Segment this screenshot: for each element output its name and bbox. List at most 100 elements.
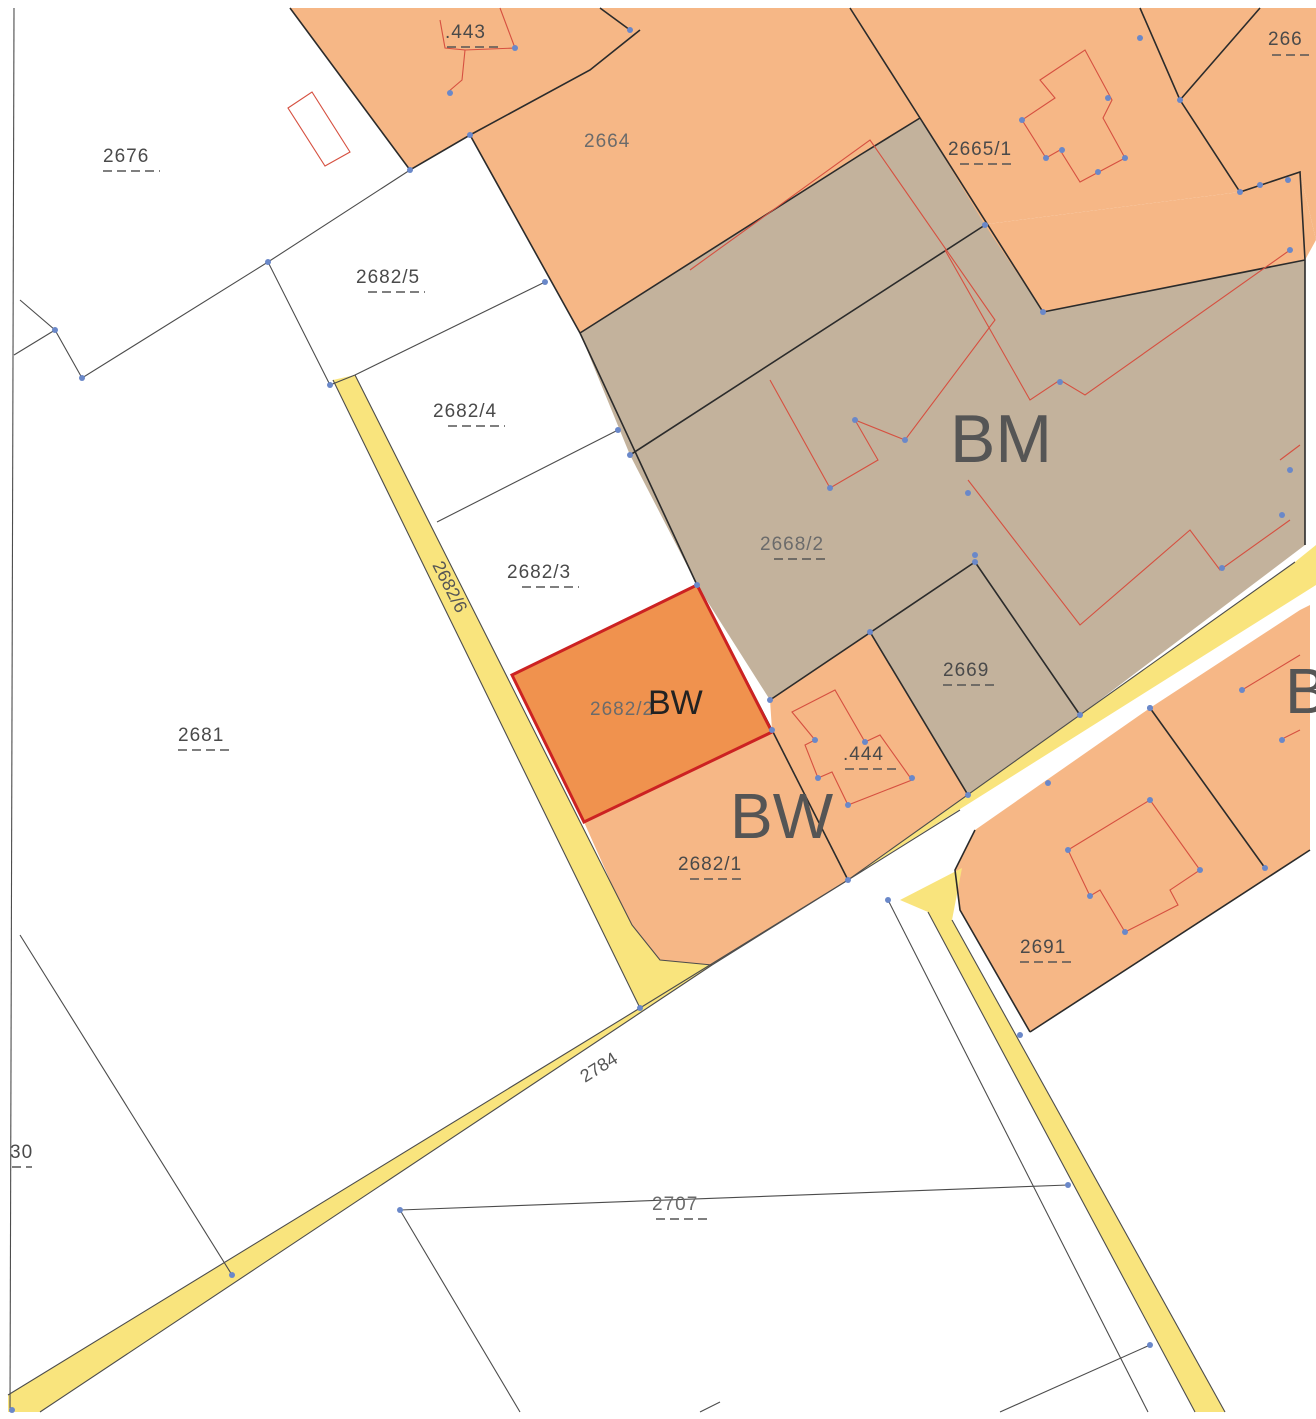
road-edge-6: [951, 919, 1226, 1413]
zone-mixed-bm: [580, 118, 1305, 795]
vertex-marker: [615, 427, 621, 433]
building-outlines: [287, 7, 1301, 933]
vertex-marker: [1219, 565, 1225, 571]
boundary-c: [19, 261, 269, 379]
road-edge-3: [332, 379, 641, 1009]
parcel-label-2682-3: 2682/3: [507, 562, 571, 583]
vertex-marker: [1045, 780, 1051, 786]
boundary-q: [1149, 707, 1266, 869]
vertex-marker: [1019, 117, 1025, 123]
vertex-marker: [1057, 379, 1063, 385]
boundary-b: [267, 169, 411, 386]
vertex-marker: [965, 490, 971, 496]
boundary-g: [579, 117, 921, 334]
boundary-h: [629, 224, 986, 456]
vertex-marker: [767, 697, 773, 703]
boundary-l: [1179, 7, 1261, 101]
vertex-markers: [9, 27, 1293, 1413]
vertex-marker: [812, 737, 818, 743]
zone-fills: [290, 8, 1316, 1032]
vertex-marker: [1105, 95, 1111, 101]
boundary-w: [399, 1184, 1069, 1211]
road-edge-4: [354, 374, 713, 966]
vertex-marker: [512, 45, 518, 51]
road-edge-2: [39, 809, 961, 1413]
boundary-m: [599, 7, 631, 31]
zone-residential-right: [955, 605, 1310, 1032]
boundary-j: [849, 7, 1306, 313]
vertex-marker: [982, 222, 988, 228]
vertex-marker: [1017, 1032, 1023, 1038]
vertex-marker: [909, 775, 915, 781]
parcel-label-443: .443: [445, 22, 486, 43]
building-2691: [1067, 799, 1201, 933]
zone-residential-top: [290, 8, 1316, 333]
vertex-marker: [1257, 182, 1263, 188]
boundary-e: [354, 281, 546, 376]
vertex-marker: [1087, 893, 1093, 899]
boundary-i: [469, 29, 641, 136]
building-right-edge: [1241, 654, 1301, 691]
vertex-marker: [447, 90, 453, 96]
parcel-label-2664: 2664: [584, 131, 630, 152]
map-frame-left: [9, 7, 15, 1413]
vertex-marker: [862, 739, 868, 745]
road-2682-6: [333, 375, 712, 1008]
building-2682-5-shed: [287, 91, 351, 167]
parcel-label-266-partial: 266: [1268, 29, 1303, 50]
vertex-marker: [1095, 169, 1101, 175]
boundary-v: [399, 1209, 521, 1413]
vertex-marker: [1065, 1182, 1071, 1188]
vertex-marker: [827, 485, 833, 491]
vertex-marker: [1065, 847, 1071, 853]
road-edge-1: [7, 561, 1296, 1396]
vertex-marker: [845, 802, 851, 808]
vertex-marker: [852, 417, 858, 423]
road-edge-5: [927, 911, 1196, 1413]
zone-label-bm: BM: [950, 401, 1052, 477]
boundary-d: [13, 329, 56, 356]
boundary-z: [699, 1401, 721, 1413]
parcel-label-2682-4: 2682/4: [433, 401, 497, 422]
parcel-boundaries: [7, 7, 1311, 1413]
zone-label-b-partial: B: [1285, 655, 1316, 727]
parcel-label-2707: 2707: [652, 1194, 698, 1215]
vertex-marker: [1122, 155, 1128, 161]
vertex-marker: [972, 559, 978, 565]
vertex-marker: [1285, 177, 1291, 183]
boundary-s: [1029, 849, 1311, 1033]
parcel-label-30-partial: 30: [10, 1142, 33, 1163]
parcel-label-2681: 2681: [178, 725, 224, 746]
road-branch-south: [900, 868, 1225, 1412]
building-2665-1: [1021, 49, 1126, 183]
vertex-marker: [627, 452, 633, 458]
vertex-marker: [265, 259, 271, 265]
boundary-u: [19, 934, 233, 1276]
vertex-marker: [885, 897, 891, 903]
parcel-label-2665-1: 2665/1: [948, 139, 1012, 160]
vertex-marker: [467, 132, 473, 138]
boundary-t: [954, 829, 1031, 1033]
building-bm-4: [1279, 444, 1301, 461]
vertex-marker: [1177, 97, 1183, 103]
vertex-marker: [1043, 155, 1049, 161]
parcel-label-2682-1: 2682/1: [678, 854, 742, 875]
zone-residential-top-right: [980, 172, 1316, 312]
parcel-label-2682-5: 2682/5: [356, 267, 420, 288]
zone-label-bw-highlight: BW: [648, 684, 703, 722]
vertex-marker: [1287, 247, 1293, 253]
vertex-marker: [867, 629, 873, 635]
vertex-marker: [1147, 705, 1153, 711]
vertex-marker: [1122, 929, 1128, 935]
parcel-label-2682-2: 2682/2: [590, 699, 654, 720]
boundary-o: [869, 631, 969, 796]
parcel-label-2691: 2691: [1020, 937, 1066, 958]
boundary-f: [436, 429, 619, 523]
vertex-marker: [1279, 512, 1285, 518]
vertex-marker: [815, 775, 821, 781]
vertex-marker: [397, 1207, 403, 1213]
vertex-marker: [1262, 865, 1268, 871]
boundary-x: [887, 899, 1149, 1413]
